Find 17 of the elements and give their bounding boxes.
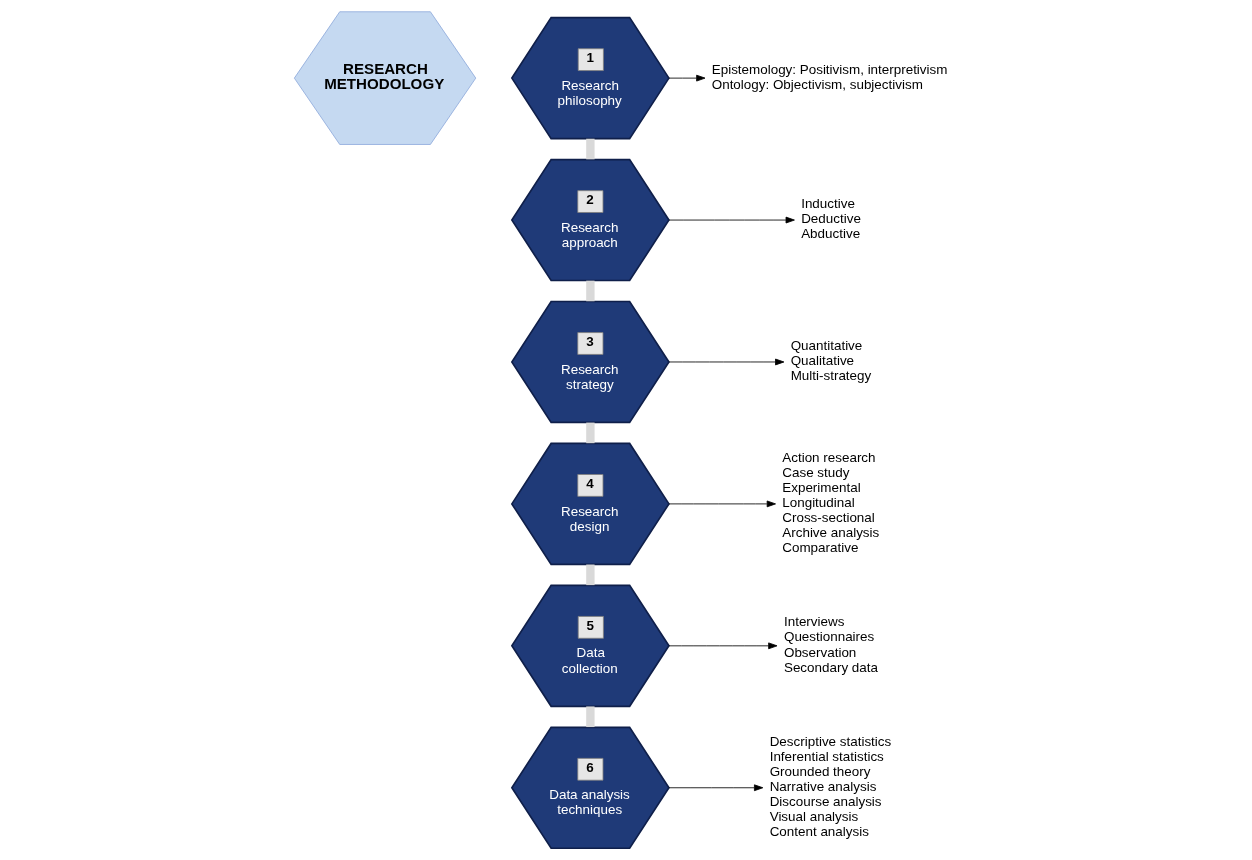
connector: [585, 706, 595, 728]
arrow: [668, 216, 795, 224]
arrow: [668, 784, 763, 792]
node-text: Descriptive statistics Inferential statistics Grounded theory Narrative analysis Discourse analysis Visual analysis Content analysis: [769, 733, 891, 840]
connector: [585, 564, 595, 586]
node-text: Inductive Deductive Abductive: [800, 196, 861, 242]
arrow: [668, 642, 777, 650]
connector: [585, 280, 595, 302]
connector: [585, 138, 595, 160]
arrow: [668, 500, 776, 508]
node-text: Interviews Questionnaires Observation Secondary data: [783, 614, 878, 675]
node-text: Quantitative Qualitative Multi-strategy: [790, 338, 871, 384]
node-text: Action research Case study Experimental Longitudinal Cross-sectional Archive analysis Comparative: [781, 449, 879, 556]
arrow: [668, 358, 784, 366]
connector: [585, 422, 595, 444]
arrow: [668, 74, 705, 82]
node-text: Epistemology: Positivism, interpretivism Ontology: Objectivism, subjectivism: [711, 61, 947, 92]
